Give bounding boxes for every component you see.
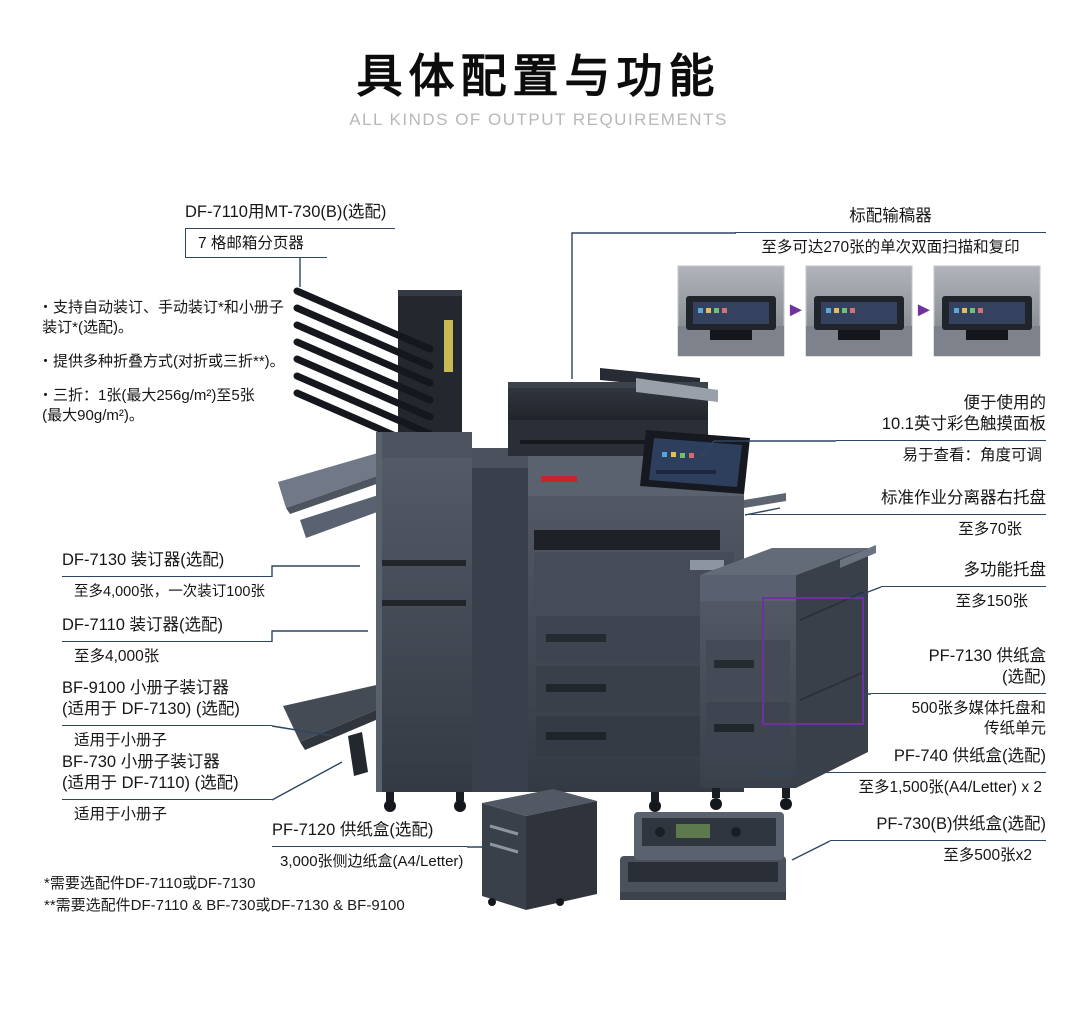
callout-mailbox: DF-7110用MT-730(B)(选配) 7 格邮箱分页器 (185, 202, 395, 258)
feature-item: ・提供多种折叠方式(对折或三折**)。 (38, 353, 285, 370)
callout-job-separator: 标准作业分离器右托盘 至多70张 (745, 488, 1046, 540)
panel-photo-2 (805, 265, 913, 357)
mailbox-sorter (293, 287, 462, 455)
paper-deck (700, 545, 876, 788)
feature-list: ・支持自动装订、手动装订*和小册子 装订*(选配)。 ・提供多种折叠方式(对折或… (38, 298, 290, 440)
arrow-right-icon: ► (914, 299, 934, 321)
callout-bf9100: BF-9100 小册子装订器 (适用于 DF-7130) (选配) 适用于小册子 (62, 678, 272, 751)
feature-item: ・支持自动装订、手动装订*和小册子 装订*(选配)。 (38, 299, 284, 336)
callout-title: DF-7130 装订器(选配) (62, 550, 272, 577)
finisher-unit (376, 432, 472, 792)
callout-pf7130: PF-7130 供纸盒 (选配) 500张多媒体托盘和 传纸单元 (871, 646, 1046, 739)
callout-title: 便于使用的 10.1英寸彩色触摸面板 (836, 393, 1046, 441)
page-subtitle: ALL KINDS OF OUTPUT REQUIREMENTS (349, 110, 728, 129)
feature-item: ・三折：1张(最大256g/m²)至5张 (最大90g/m²)。 (38, 387, 255, 424)
bridge-unit (472, 448, 528, 792)
callout-desc: 7 格邮箱分页器 (185, 229, 327, 258)
callout-title: 标准作业分离器右托盘 (745, 488, 1046, 515)
callout-title: BF-9100 小册子装订器 (适用于 DF-7130) (选配) (62, 678, 272, 726)
footnote-2: **需要选配件DF-7110 & BF-730或DF-7130 & BF-910… (44, 897, 405, 914)
callout-df7110: DF-7110 装订器(选配) 至多4,000张 (62, 615, 272, 667)
callout-df7130: DF-7130 装订器(选配) 至多4,000张，一次装订100张 (62, 550, 272, 602)
pf7120-cabinet-photo (482, 789, 597, 910)
job-separator-tray (744, 493, 786, 508)
callout-desc: 易于查看：角度可调 (902, 447, 1042, 464)
callout-feeder: 标配输稿器 至多可达270张的单次双面扫描和复印 (735, 206, 1046, 258)
callout-touch-panel: 便于使用的 10.1英寸彩色触摸面板 易于查看：角度可调 (836, 393, 1046, 466)
finisher-output-trays (278, 450, 388, 538)
callout-title: 多功能托盘 (881, 560, 1046, 587)
callout-pf730: PF-730(B)供纸盒(选配) 至多500张x2 (830, 814, 1046, 866)
callout-title: BF-730 小册子装订器 (适用于 DF-7110) (选配) (62, 752, 272, 800)
booklet-tray (283, 682, 390, 776)
footnote-1: *需要选配件DF-7110或DF-7130 (44, 875, 256, 892)
panel-photo-3 (933, 265, 1041, 357)
callout-desc: 至多4,000张，一次装订100张 (74, 584, 265, 600)
callout-desc: 至多70张 (958, 521, 1022, 538)
callout-desc: 3,000张侧边纸盒(A4/Letter) (280, 853, 464, 870)
callout-bf730: BF-730 小册子装订器 (适用于 DF-7110) (选配) 适用于小册子 (62, 752, 272, 825)
callout-desc: 至多4,000张 (74, 648, 160, 665)
callout-pf7120: PF-7120 供纸盒(选配) 3,000张侧边纸盒(A4/Letter) (272, 820, 467, 872)
callout-desc: 适用于小册子 (74, 806, 168, 823)
touch-panel (640, 430, 750, 494)
callout-title: DF-7110 装订器(选配) (62, 615, 272, 642)
casters (384, 788, 792, 812)
page-title: 具体配置与功能 (356, 50, 721, 102)
callout-pf740: PF-740 供纸盒(选配) 至多1,500张(A4/Letter) x 2 (790, 746, 1046, 798)
warning-sticker (444, 320, 453, 372)
callout-desc: 适用于小册子 (74, 732, 168, 749)
touch-screen (649, 438, 742, 487)
callout-desc: 至多可达270张的单次双面扫描和复印 (761, 239, 1020, 256)
leader-lines (271, 232, 882, 861)
callout-desc: 至多1,500张(A4/Letter) x 2 (858, 779, 1043, 796)
callout-desc: 至多150张 (955, 593, 1028, 610)
main-unit (528, 452, 744, 792)
callout-title: PF-7120 供纸盒(选配) (272, 820, 467, 847)
callout-title: 标配输稿器 (735, 206, 1046, 233)
multipurpose-tray (840, 545, 876, 568)
panel-photo-1 (677, 265, 785, 357)
pf730-tray-photo (620, 812, 786, 900)
arrow-right-icon: ► (786, 299, 806, 321)
callout-title: PF-730(B)供纸盒(选配) (830, 814, 1046, 841)
brand-logo (541, 476, 577, 482)
callout-title: DF-7110用MT-730(B)(选配) (185, 202, 395, 229)
purple-highlight-box (762, 597, 864, 725)
callout-title: PF-7130 供纸盒 (选配) (871, 646, 1046, 694)
callout-desc: 500张多媒体托盘和 传纸单元 (911, 700, 1046, 737)
callout-title: PF-740 供纸盒(选配) (790, 746, 1046, 773)
callout-mp-tray: 多功能托盘 至多150张 (881, 560, 1046, 612)
callout-desc: 至多500张x2 (943, 847, 1032, 864)
